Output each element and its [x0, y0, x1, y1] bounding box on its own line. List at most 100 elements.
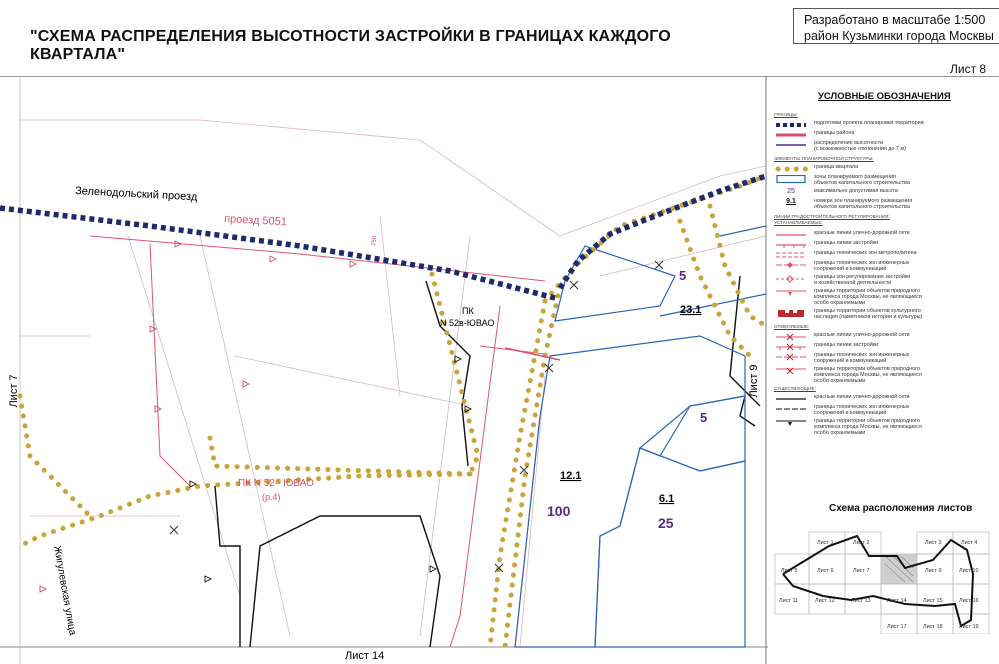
red-line-proezd — [89, 235, 546, 282]
legend-panel: УСЛОВНЫЕ ОБОЗНАЧЕНИЯ ГРАНИЦЫ: подготовки… — [772, 90, 997, 510]
legend-row-max-height: 25 максимально допустимая высота — [772, 188, 997, 197]
legend-symbol-engineering — [776, 262, 806, 268]
existing-line-pk52-west — [214, 485, 241, 647]
scheme-label-11: Лист 11 — [779, 598, 798, 604]
triangle-5 — [242, 380, 251, 388]
scheme-label-14: Лист 14 — [887, 598, 907, 604]
triangle-b3 — [429, 565, 438, 573]
quarter-boundary-middle — [207, 435, 473, 477]
zone-12-1-height: 100 — [547, 503, 571, 519]
legend-symbol-building-lines — [776, 244, 806, 248]
legend-text-row7b: объектов капитального строительства — [814, 204, 910, 210]
legend-section-existing: СУЩЕСТВУЮЩИЕ: — [774, 386, 816, 391]
scheme-label-19: Лист 19 — [959, 624, 979, 630]
quarter-boundary-road-east — [502, 283, 563, 650]
zone-6-1-height: 25 — [658, 515, 674, 531]
scheme-label-2: Лист 2 — [853, 540, 870, 546]
legend-text-row7: номера зон планируемого размещения — [814, 198, 913, 204]
cadastral-line-e — [379, 215, 401, 397]
triangle-b1 — [189, 480, 198, 488]
legend-section-structure: ЭЛЕМЕНТЫ ПЛАНИРОВОЧНОЙ СТРУКТУРЫ: — [774, 156, 874, 161]
legend-text-metro: границы технических зон метрополитена — [814, 250, 917, 256]
legend-symbol-cancel-engineering — [776, 353, 806, 361]
triangle-markers — [39, 240, 358, 593]
dimension-250-label: 250 — [371, 235, 378, 246]
legend-text-row17: границы технических зон инженерных — [814, 352, 910, 358]
sheet-9-label: Лист 9 — [748, 364, 760, 397]
cadastral-lines — [20, 119, 767, 647]
quarter-boundary-south — [17, 471, 473, 549]
legend-text-row13b: комплекса города Москвы, не являющиеся — [814, 294, 922, 300]
legend-text-cancel-building: границы линии застройки — [814, 342, 879, 348]
legend-symbol-zones — [776, 175, 806, 184]
project-boundary — [0, 173, 767, 301]
legend-header: УСЛОВНЫЕ ОБОЗНАЧЕНИЯ — [818, 91, 951, 102]
legend-row-district: границы района — [772, 130, 997, 139]
cross-marker-2 — [519, 465, 529, 475]
scheme-label-1: Лист 1 — [817, 540, 834, 546]
triangle-3 — [154, 405, 163, 413]
scheme-label-10: Лист 10 — [959, 568, 979, 574]
cross-marker-6 — [654, 260, 664, 270]
cadastral-line-a — [127, 235, 241, 597]
legend-symbol-heritage — [778, 310, 804, 317]
legend-text-project: подготовки проекта планировки территории — [814, 120, 924, 126]
map-canvas[interactable]: Зеленодольский проезд проезд 5051 250 ПК… — [0, 76, 999, 664]
red-line-west — [149, 243, 191, 487]
quarter-boundary-ne3 — [707, 203, 769, 329]
sheet-7-label: Лист 7 — [8, 374, 20, 407]
legend-symbol-metro — [776, 252, 806, 258]
zone-23-1 — [554, 245, 676, 322]
red-lines — [89, 235, 546, 648]
cross-marker-1 — [544, 363, 554, 373]
quarter-boundary-ne2 — [677, 218, 753, 359]
existing-line-small — [739, 395, 756, 427]
planned-zones — [514, 225, 767, 648]
triangle-markers-black — [189, 355, 473, 583]
project-outline — [782, 534, 975, 628]
legend-symbol-existing-engineering — [776, 408, 806, 410]
legend-symbol-regulation-zones — [776, 275, 806, 283]
legend-section-cancelled: ОТМЕНЯЕМЫЕ: — [774, 324, 810, 329]
legend-symbol-quarter — [775, 166, 808, 172]
scheme-label-9: Лист 9 — [925, 568, 942, 574]
project-boundary-west — [0, 205, 556, 301]
legend-symbol-cancel-building — [776, 343, 806, 351]
legend-row-project: подготовки проекта планировки территории — [772, 120, 997, 129]
street-zelenodolsky-label: Зеленодольский проезд — [75, 185, 198, 203]
scheme-label-13: Лист 13 — [851, 598, 871, 604]
legend-text-row5: зоны планируемого размещения — [814, 174, 896, 180]
legend-symbol-cancel-nature — [776, 367, 806, 375]
title-stamp: Разработано в масштабе 1:500 район Кузьм… — [793, 8, 999, 44]
legend-symbol-nature — [776, 290, 806, 296]
cadastral-line-h — [599, 235, 767, 277]
red-line-east-a — [449, 305, 501, 648]
legend-text-row21b: комплекса города Москвы, не являющиеся — [814, 424, 922, 430]
scheme-labels: Лист 1 Лист 2 Лист 3 Лист 4 Лист 5 Лист … — [779, 540, 979, 630]
quarter-boundary-west — [17, 393, 93, 519]
district-note: район Кузьминки города Москвы — [804, 29, 994, 43]
triangle-b2 — [204, 575, 213, 583]
sheet-scheme-grid — [774, 531, 990, 634]
zone-12-1 — [514, 335, 746, 648]
legend-text-row18b: комплекса города Москвы, не являющиеся — [814, 372, 922, 378]
district-boundary — [504, 347, 561, 361]
legend-row-quarter: граница квартала — [772, 164, 997, 173]
legend-row-metro: границы технических зон метрополитена — [772, 250, 997, 259]
scheme-label-17: Лист 17 — [887, 624, 907, 630]
legend-text-building-lines: границы линии застройки — [814, 240, 879, 246]
legend-symbol-zone-numbers: 9.1 — [786, 198, 796, 205]
quarter-boundaries — [17, 173, 769, 650]
legend-text-existing-red: красные линии улично-дорожной сети — [814, 394, 910, 400]
scale-note: Разработано в масштабе 1:500 — [804, 13, 986, 27]
legend-text-row18: границы территории объектов природного — [814, 366, 920, 372]
legend-text-row5b: объектов капитального строительства — [814, 180, 910, 186]
pk52-sub-label: (р.4) — [262, 492, 281, 502]
zone-5-height: 5 — [700, 410, 707, 425]
triangle-4 — [269, 255, 278, 263]
legend-text-row3b: (с возможностью отклонения до 7 м) — [814, 146, 906, 152]
